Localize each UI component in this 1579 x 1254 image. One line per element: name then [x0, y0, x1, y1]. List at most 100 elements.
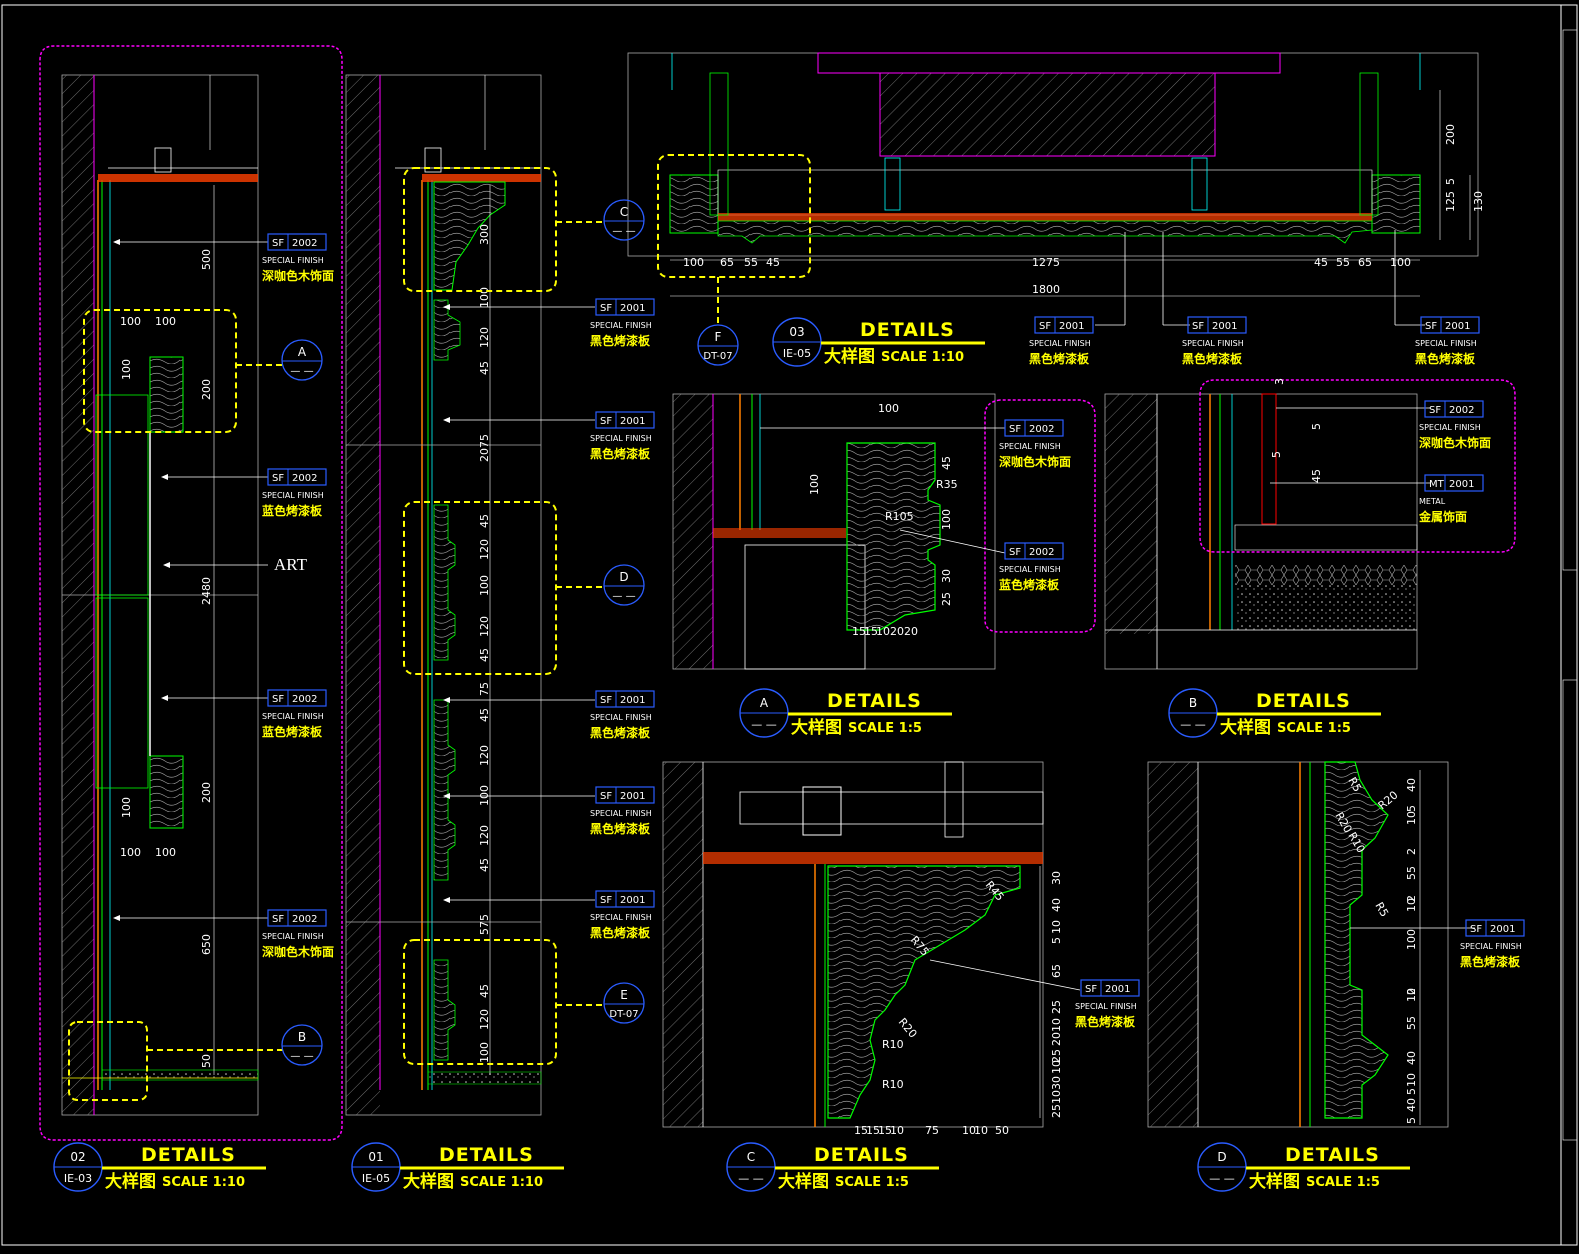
dim-10: 10	[1050, 1060, 1063, 1074]
dim-50: 50	[995, 1124, 1009, 1137]
dim-r105: R105	[885, 510, 914, 523]
finish-number: 2001	[1105, 984, 1130, 995]
dim-40: 40	[1405, 778, 1418, 792]
detail-e-marker-box	[403, 939, 557, 1065]
detail-d-section: R5 R20 R20 R10 R5 40 5 10 2 55 2 10 100 …	[1147, 761, 1475, 1128]
finish-name: 黑色烤漆板	[590, 333, 651, 348]
dim-65: 65	[1358, 256, 1372, 269]
finish-code: SF	[600, 416, 612, 427]
title-ref: IE-03	[64, 1172, 92, 1185]
dim-100: 100	[120, 315, 141, 328]
finish-name: 黑色烤漆板	[590, 925, 651, 940]
callout-letter: D	[619, 570, 628, 584]
detail-a-marker-box	[83, 309, 237, 433]
finish-label: SPECIAL FINISH	[590, 913, 652, 922]
title-scale: SCALE 1:10	[460, 1175, 543, 1190]
finish-label: SPECIAL FINISH	[1029, 339, 1091, 348]
finish-code: SF	[1470, 924, 1482, 935]
finish-code: MT	[1429, 479, 1445, 490]
dim-100: 100	[808, 474, 821, 495]
title-ref: IE-05	[783, 347, 811, 360]
finish-number: 2002	[292, 914, 317, 925]
dim-15: 15	[864, 625, 878, 638]
finish-code: SF	[272, 694, 284, 705]
finish-number: 2001	[1449, 479, 1474, 490]
dim-20: 20	[1050, 1032, 1063, 1046]
title-scale: SCALE 1:5	[1277, 721, 1351, 736]
callout-circle	[281, 1024, 323, 1066]
finish-tag-box	[595, 298, 655, 316]
detail-03-section: 200 5 125 130 100 65 55 45 1275 45 55 65…	[627, 52, 1485, 326]
dim-120: 120	[478, 745, 491, 766]
callout-d: D— —	[603, 564, 645, 606]
finish-number: 2001	[620, 303, 645, 314]
dim-40: 40	[1050, 898, 1063, 912]
title-sub: 大样图	[105, 1171, 156, 1192]
finish-name: 深咖色木饰面	[1419, 435, 1491, 450]
title-sub: 大样图	[1249, 1171, 1300, 1192]
dim-100: 100	[120, 846, 141, 859]
finish-name: 黑色烤漆板	[590, 821, 651, 836]
finish-number: 2001	[620, 416, 645, 427]
finish-name: 黑色烤漆板	[1460, 954, 1521, 969]
finish-code: SF	[272, 914, 284, 925]
dim-120: 120	[478, 327, 491, 348]
callout-f: FDT-07	[697, 324, 739, 366]
title-number: 02	[70, 1150, 85, 1164]
dim-30: 30	[1050, 1076, 1063, 1090]
revision-cloud-a	[984, 399, 1096, 633]
detail-02-section: 500 100 100 100 200 2480 200 100 100 100…	[39, 45, 343, 1141]
title-heading: DETAILS	[827, 690, 922, 712]
dim-5: 5	[1270, 451, 1283, 458]
title-strip-upper	[1562, 29, 1578, 571]
dim-100: 100	[1390, 256, 1411, 269]
finish-tag-box	[595, 890, 655, 908]
dim-10: 10	[1405, 898, 1418, 912]
finish-label: METAL	[1419, 497, 1446, 506]
finish-tag-box	[267, 233, 327, 251]
callout-circle	[697, 324, 739, 366]
dim-20: 20	[904, 625, 918, 638]
finish-code: SF	[1429, 405, 1441, 416]
finish-number: 2001	[620, 695, 645, 706]
dim-5: 5	[1444, 178, 1457, 185]
title-ref: — —	[751, 718, 777, 731]
dim-25: 25	[940, 592, 953, 606]
finish-code: SF	[1039, 321, 1051, 332]
callout-c: C— —	[603, 199, 645, 241]
finish-name: 黑色烤漆板	[590, 725, 651, 740]
callout-letter: A	[298, 345, 307, 359]
detail-f-marker-box	[657, 154, 811, 278]
dim-45: 45	[478, 361, 491, 375]
finish-number: 2001	[1059, 321, 1084, 332]
finish-tag-box	[1004, 419, 1064, 437]
finish-code: SF	[272, 238, 284, 249]
dim-100: 100	[683, 256, 704, 269]
dim-3: 3	[1273, 378, 1286, 385]
finish-code: SF	[600, 695, 612, 706]
dim-50: 50	[200, 1054, 213, 1068]
art-label: ART	[274, 555, 308, 574]
finish-label: SPECIAL FINISH	[262, 491, 324, 500]
dim-1275: 1275	[1032, 256, 1060, 269]
dim-40: 40	[1405, 1051, 1418, 1065]
title-ref: IE-05	[362, 1172, 390, 1185]
callout-ref: — —	[290, 1051, 313, 1062]
finish-label: SPECIAL FINISH	[1415, 339, 1477, 348]
dim-100: 100	[120, 359, 133, 380]
finish-number: 2001	[1445, 321, 1470, 332]
dim-100: 100	[1405, 929, 1418, 950]
dim-10: 10	[1050, 920, 1063, 934]
title-heading: DETAILS	[439, 1144, 534, 1166]
finish-code: SF	[1085, 984, 1097, 995]
